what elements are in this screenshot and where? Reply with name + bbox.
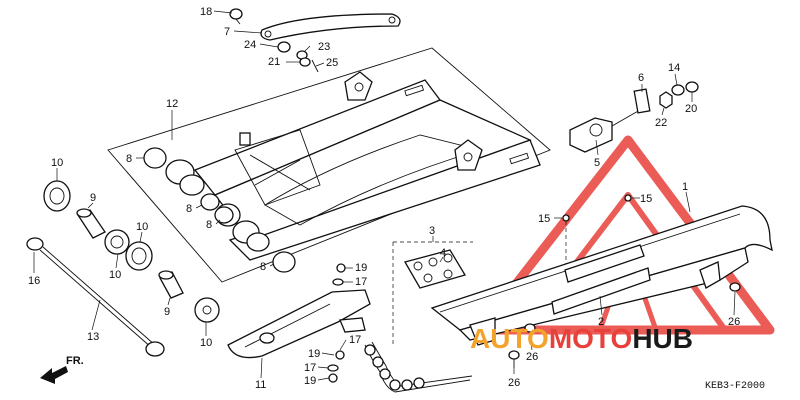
callout-25: 25: [326, 57, 338, 69]
watermark-text-moto: MOTO: [549, 323, 632, 354]
leader-lines: [33, 10, 736, 381]
svg-text:AUTOMOTOHUB: AUTOMOTOHUB: [470, 323, 693, 354]
arrow-left-icon: [40, 366, 68, 384]
chain-guide-11: [227, 289, 371, 359]
callout-24: 24: [244, 39, 256, 51]
callout-5: 5: [594, 157, 600, 169]
direction-label: FR.: [66, 355, 84, 367]
watermark-text-hub: HUB: [632, 323, 693, 354]
callout-19-b: 19: [308, 348, 320, 360]
callout-15-a: 15: [538, 213, 550, 225]
master-link-4: [404, 249, 466, 289]
callout-26-b: 26: [508, 377, 520, 389]
seal-10-top: [43, 180, 71, 212]
callout-17-b: 17: [349, 334, 361, 346]
callout-23: 23: [318, 41, 330, 53]
chain-adjuster-5: [569, 81, 699, 153]
washer-10-bottom: [194, 297, 220, 323]
watermark-text-auto: AUTO: [470, 323, 549, 354]
callout-8-c: 8: [206, 219, 212, 231]
callout-8-b: 8: [186, 203, 192, 215]
callout-16: 16: [28, 275, 40, 287]
torque-link-7: [229, 8, 401, 73]
callout-8-a: 8: [126, 153, 132, 165]
callout-26-c: 26: [728, 316, 740, 328]
bushing-parts-8: [143, 147, 296, 273]
callout-9-b: 9: [164, 306, 170, 318]
callout-10-a: 10: [51, 157, 63, 169]
callout-13: 13: [87, 331, 99, 343]
callout-4: 4: [440, 247, 446, 259]
callout-26-a: 26: [526, 351, 538, 363]
callout-10-c: 10: [109, 269, 121, 281]
callout-11: 11: [255, 379, 266, 391]
callout-7: 7: [224, 26, 230, 38]
callout-19-c: 19: [304, 375, 316, 387]
front-direction-indicator: FR.: [40, 355, 84, 384]
callout-1: 1: [682, 181, 688, 193]
diagram-code: KEB3-F2000: [705, 381, 765, 392]
callout-10-b: 10: [136, 221, 148, 233]
drive-chain-3: [364, 341, 473, 393]
callout-14: 14: [668, 62, 680, 74]
swingarm-assembly: [107, 47, 551, 283]
callout-17-c: 17: [304, 362, 316, 374]
callout-21: 21: [268, 56, 280, 68]
collar-9-bottom: [158, 270, 184, 299]
callout-6: 6: [638, 72, 644, 84]
callout-8-d: 8: [260, 261, 266, 273]
callout-19-a: 19: [355, 262, 367, 274]
watermark-wordmark: AUTOMOTOHUB: [470, 323, 693, 354]
collar-9-top: [76, 208, 106, 239]
callout-18: 18: [200, 6, 212, 18]
callout-3: 3: [429, 225, 435, 237]
callout-17-a: 17: [355, 276, 367, 288]
chain-slider-2: [551, 244, 651, 315]
callout-numbers: 18 7 24 23 21 25 12 8 8 8 8 10 9 10 10 9…: [28, 6, 740, 391]
callout-9-a: 9: [90, 192, 96, 204]
callout-20: 20: [685, 103, 697, 115]
fasteners: [327, 194, 741, 383]
callout-15-b: 15: [640, 193, 652, 205]
callout-2: 2: [598, 316, 604, 328]
callout-22: 22: [655, 117, 667, 129]
seal-10-mid: [104, 229, 153, 271]
callout-12: 12: [166, 98, 178, 110]
pivot-bolt-13: [26, 237, 165, 357]
callout-10-d: 10: [200, 337, 212, 349]
